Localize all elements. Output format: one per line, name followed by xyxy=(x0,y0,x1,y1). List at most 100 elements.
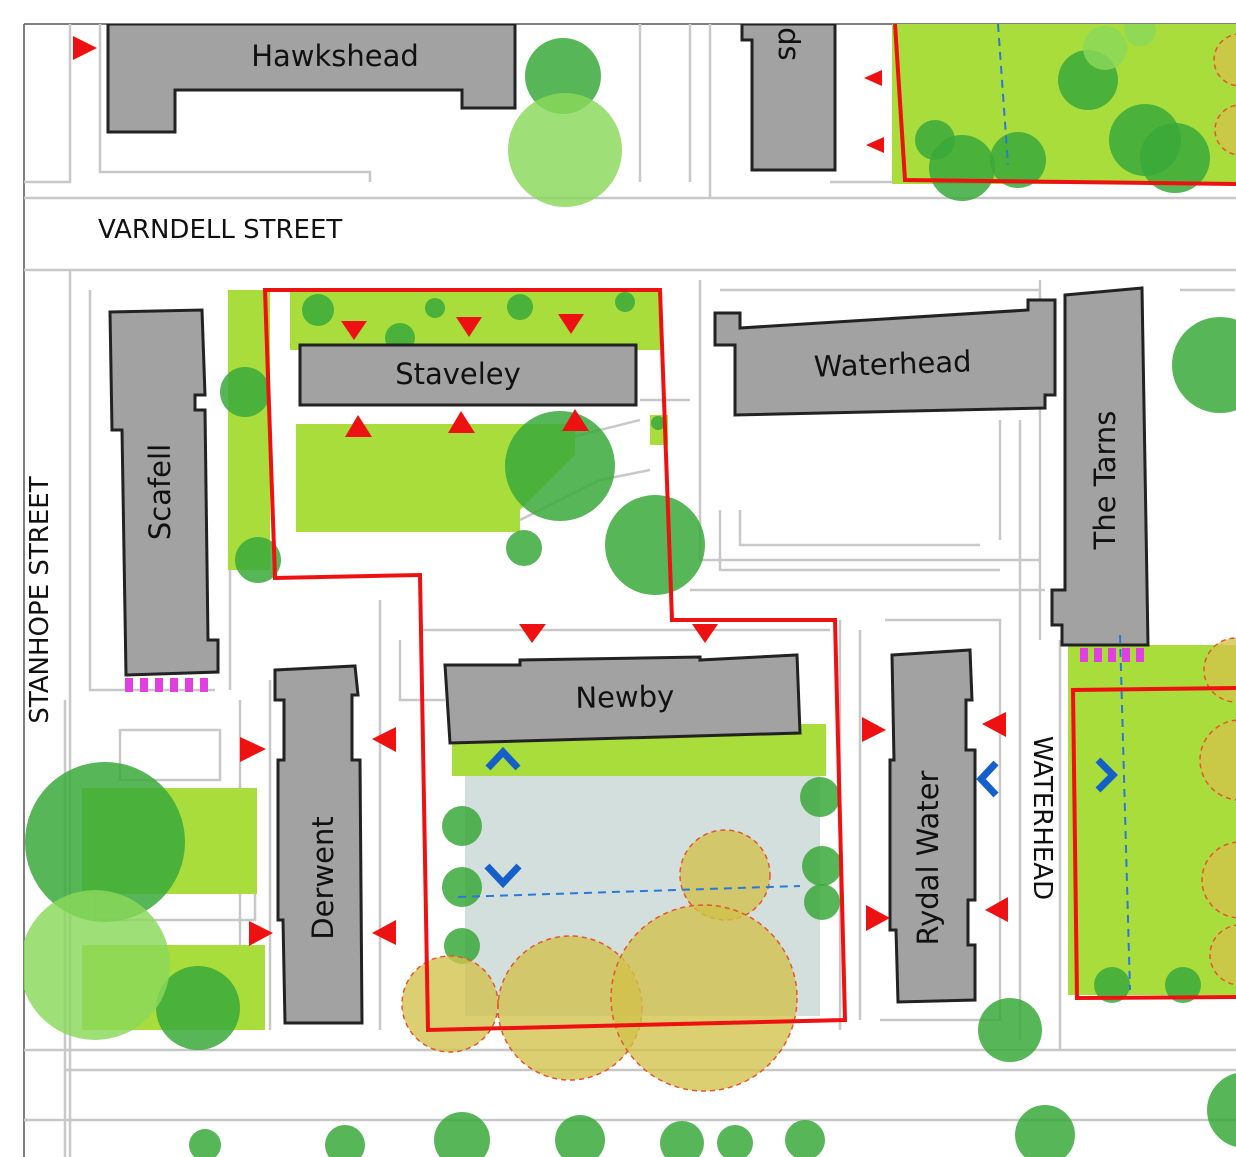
tree xyxy=(401,955,499,1053)
building-label-the-tarns: The Tarns xyxy=(1088,411,1122,551)
building-label-staveley: Staveley xyxy=(395,357,521,391)
entrance-arrow xyxy=(519,624,546,643)
entrance-arrow xyxy=(866,905,890,931)
entrance-arrow xyxy=(345,415,372,437)
street-label-varndell: VARNDELL STREET xyxy=(98,215,342,245)
bike-stand xyxy=(1136,648,1144,662)
building-the-tarns xyxy=(1050,286,1150,647)
building-staveley xyxy=(298,343,638,407)
street-label-stanhope: STANHOPE STREET xyxy=(25,476,55,723)
tree xyxy=(24,890,170,1040)
entrance-arrow xyxy=(249,921,273,946)
chevron-down-icon xyxy=(484,863,522,889)
bike-parking-markers xyxy=(125,648,1144,692)
entrance-arrow xyxy=(982,712,1006,737)
tree xyxy=(1172,317,1236,413)
tree xyxy=(235,537,281,583)
building-newby xyxy=(443,653,802,745)
tree xyxy=(1094,967,1130,1003)
tree xyxy=(800,777,840,817)
entrance-arrow xyxy=(372,920,396,945)
entrance-arrow xyxy=(341,321,367,340)
tree xyxy=(506,530,542,566)
buildings xyxy=(106,24,1150,1025)
tree xyxy=(1015,1105,1075,1157)
building-scafell xyxy=(108,308,220,677)
tree xyxy=(804,884,840,920)
tree xyxy=(978,998,1042,1062)
tree xyxy=(1209,924,1236,986)
tree xyxy=(1201,841,1236,919)
entrance-arrow xyxy=(448,411,475,433)
tree xyxy=(1083,26,1127,70)
bike-stand xyxy=(125,678,133,692)
building-label-rydal-water: Rydal Water xyxy=(911,770,945,945)
street-label-waterhead: WATERHEAD xyxy=(1027,736,1057,900)
bike-stand xyxy=(1122,648,1130,662)
trees-retained xyxy=(25,38,1236,1157)
lawn xyxy=(296,424,575,532)
tree xyxy=(325,1125,365,1157)
tree xyxy=(442,867,482,907)
building-derwent xyxy=(273,664,364,1025)
tree xyxy=(25,762,185,922)
tree xyxy=(615,292,635,312)
building-hawkshead xyxy=(106,24,517,134)
entrance-arrow xyxy=(73,36,97,60)
entrance-markers xyxy=(73,36,1008,946)
tree xyxy=(525,38,601,114)
tree xyxy=(505,411,615,521)
tree xyxy=(990,132,1046,188)
tree xyxy=(302,294,334,326)
entrance-arrow xyxy=(864,70,882,86)
lawn xyxy=(1068,645,1236,995)
tree xyxy=(425,298,445,318)
chevron-left-icon xyxy=(976,760,999,798)
building-sp xyxy=(740,24,837,172)
tree xyxy=(434,1112,490,1157)
tree xyxy=(1140,123,1210,193)
site-boundary xyxy=(262,24,1236,1033)
building-label-sp: sp xyxy=(768,27,802,61)
tree xyxy=(915,120,955,160)
entrance-arrow xyxy=(692,624,718,643)
bike-stand xyxy=(1080,648,1088,662)
building-label-scafell: Scafell xyxy=(143,444,177,540)
bike-stand xyxy=(155,678,163,692)
entrance-arrow xyxy=(862,717,886,742)
lawn xyxy=(228,290,270,570)
tree xyxy=(1124,24,1156,46)
trees-removed xyxy=(401,33,1236,1092)
tree xyxy=(442,806,482,846)
building-rydal-water xyxy=(888,648,977,1004)
tree xyxy=(1199,719,1236,801)
entrance-arrow xyxy=(558,314,584,334)
bike-stand xyxy=(200,678,208,692)
building-label-newby: Newby xyxy=(575,679,674,715)
entrance-arrow xyxy=(985,897,1008,922)
tree xyxy=(1213,33,1236,87)
dashed-service-lines xyxy=(457,24,1131,991)
tree xyxy=(651,416,665,430)
bike-stand xyxy=(140,678,148,692)
tree xyxy=(605,495,705,595)
building-label-derwent: Derwent xyxy=(306,816,340,939)
tree xyxy=(679,829,771,921)
tree xyxy=(189,1129,221,1157)
chevron-right-icon xyxy=(1095,757,1118,793)
tree xyxy=(660,1121,704,1157)
bike-stand xyxy=(1108,648,1116,662)
tree xyxy=(508,93,622,207)
tree xyxy=(156,966,240,1050)
tree xyxy=(1207,1073,1236,1147)
tree xyxy=(507,294,533,320)
tree xyxy=(717,1125,753,1157)
tree xyxy=(1203,637,1236,703)
tree xyxy=(1214,104,1236,156)
access-chevrons xyxy=(484,746,1118,889)
tree xyxy=(1165,967,1201,1003)
bike-stand xyxy=(185,678,193,692)
building-label-waterhead: Waterhead xyxy=(813,344,972,383)
entrance-arrow xyxy=(866,137,884,153)
